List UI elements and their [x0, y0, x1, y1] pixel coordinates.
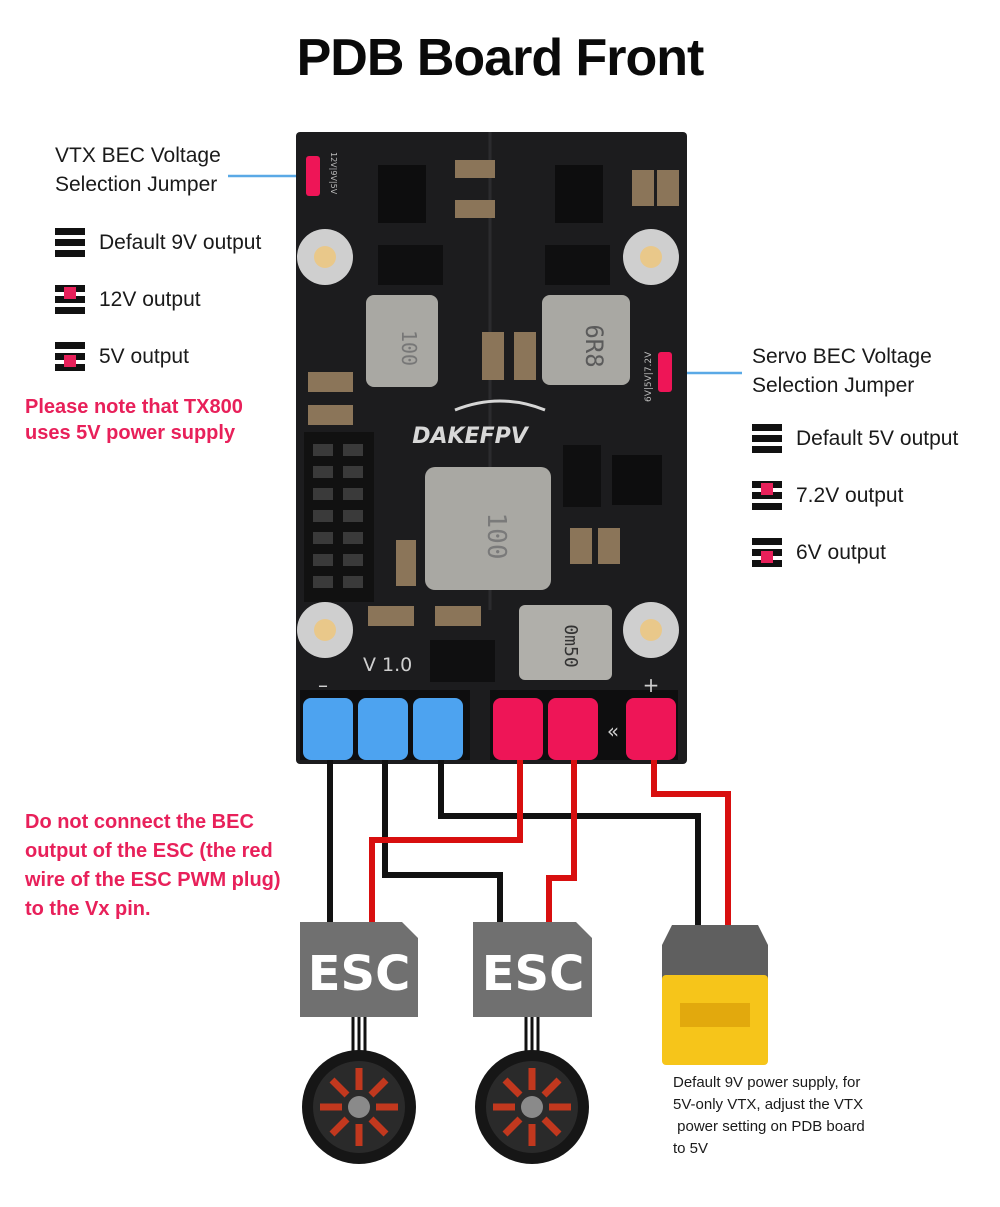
- minus-icon: –: [318, 673, 328, 697]
- servo-option-6v: 6V output: [752, 537, 886, 569]
- wires: [327, 760, 731, 925]
- esc2-red-wire: [546, 760, 577, 925]
- esc-box: ESC: [473, 922, 592, 1017]
- vtx-option-label: Default 9V output: [99, 231, 262, 254]
- motor: [475, 1050, 589, 1164]
- servo-jumper-silk: 6V|5V|7.2V: [644, 351, 654, 402]
- vtx-option-5v: 5V output: [55, 341, 189, 373]
- ic-chip: [555, 165, 603, 223]
- capacitor: [308, 160, 679, 626]
- board-version: V 1.0: [363, 654, 412, 676]
- battery-note-line: 5V-only VTX, adjust the VTX: [673, 1096, 864, 1113]
- servo-option-label: Default 5V output: [796, 427, 959, 450]
- vtx-option-label: 12V output: [99, 288, 201, 311]
- ic-chip: [378, 165, 426, 223]
- battery-black-wire: [438, 760, 701, 925]
- red-terminal: [548, 698, 598, 760]
- vtx-option-12v: 12V output: [55, 284, 201, 316]
- red-terminal: [493, 698, 543, 760]
- vtx-option-label: 5V output: [99, 345, 189, 368]
- chevron-left-icon: «: [607, 719, 619, 743]
- blue-terminal: [358, 698, 408, 760]
- servo-option-7v2: 7.2V output: [752, 480, 903, 512]
- inductor-label: 0m50: [560, 624, 581, 667]
- tx800-note: Please note that TX800 uses 5V power sup…: [25, 394, 243, 446]
- esc-label: ESC: [308, 946, 411, 1002]
- vtx-jumper: [306, 156, 320, 196]
- diode: [378, 245, 443, 285]
- tx800-note-line2: uses 5V power supply: [25, 422, 236, 444]
- jumper-bottom-bridged-icon: [55, 341, 85, 373]
- battery-red-wire: [651, 760, 731, 925]
- battery-note-line: Default 9V power supply, for: [673, 1074, 861, 1091]
- brand-logo: DAKEFPV: [412, 424, 530, 449]
- inductor-label: 100: [397, 330, 421, 366]
- diode: [430, 640, 495, 682]
- motor-leads: [351, 1017, 540, 1055]
- red-terminal: [626, 698, 676, 760]
- servo-heading-line1: Servo BEC Voltage: [752, 345, 932, 368]
- vtx-heading-line2: Selection Jumper: [55, 173, 218, 196]
- page-title: PDB Board Front: [296, 29, 705, 87]
- vtx-heading: VTX BEC Voltage Selection Jumper: [55, 141, 221, 199]
- jumper-bottom-bridged-icon: [752, 537, 782, 569]
- servo-option-label: 7.2V output: [796, 484, 904, 507]
- plus-icon: +: [643, 673, 660, 697]
- mounting-hole: [297, 229, 679, 658]
- diode: [545, 245, 610, 285]
- warning-line: to the Vx pin.: [25, 898, 151, 920]
- jumper-default-icon: [55, 227, 85, 259]
- vtx-heading-line1: VTX BEC Voltage: [55, 144, 221, 167]
- inductor-label: 6R8: [580, 324, 608, 367]
- servo-heading: Servo BEC Voltage Selection Jumper: [752, 342, 932, 400]
- esc-box: ESC: [300, 922, 418, 1017]
- motor: [302, 1050, 416, 1164]
- esc1-red-wire: [369, 760, 523, 925]
- vtx-jumper-silk: 12V|9V|5V: [329, 152, 338, 195]
- blue-terminal: [413, 698, 463, 760]
- inductor: [366, 295, 630, 680]
- servo-heading-line2: Selection Jumper: [752, 374, 915, 397]
- servo-option-default: Default 5V output: [752, 423, 958, 455]
- battery-note-line: to 5V: [673, 1140, 709, 1157]
- vtx-option-default: Default 9V output: [55, 227, 261, 259]
- pin-header: [304, 432, 374, 602]
- inductor-label: 100: [481, 513, 511, 560]
- battery-note-line: power setting on PDB board: [673, 1118, 865, 1135]
- servo-jumper: [658, 352, 672, 392]
- jumper-default-icon: [752, 423, 782, 455]
- warning-line: output of the ESC (the red: [25, 840, 273, 862]
- esc-bec-warning: Do not connect the BEC output of the ESC…: [25, 808, 281, 924]
- xt-connector: [662, 925, 768, 1065]
- servo-option-label: 6V output: [796, 541, 886, 564]
- warning-line: wire of the ESC PWM plug): [25, 869, 281, 891]
- pdb-board: 12V|9V|5V 6V|5V|7.2V 100 6R8 100: [296, 132, 687, 764]
- warning-line: Do not connect the BEC: [25, 811, 254, 833]
- esc2-black-wire: [382, 760, 503, 925]
- jumper-top-bridged-icon: [752, 480, 782, 512]
- blue-terminal: [303, 698, 353, 760]
- esc-label: ESC: [482, 946, 585, 1002]
- tx800-note-line1: Please note that TX800: [25, 396, 243, 418]
- logo-swoosh: [454, 399, 546, 412]
- jumper-top-bridged-icon: [55, 284, 85, 316]
- ic-chip: [612, 455, 662, 505]
- battery-note: Default 9V power supply, for 5V-only VTX…: [673, 1072, 865, 1160]
- terminal-block: « + –: [300, 673, 678, 760]
- diode: [563, 445, 601, 507]
